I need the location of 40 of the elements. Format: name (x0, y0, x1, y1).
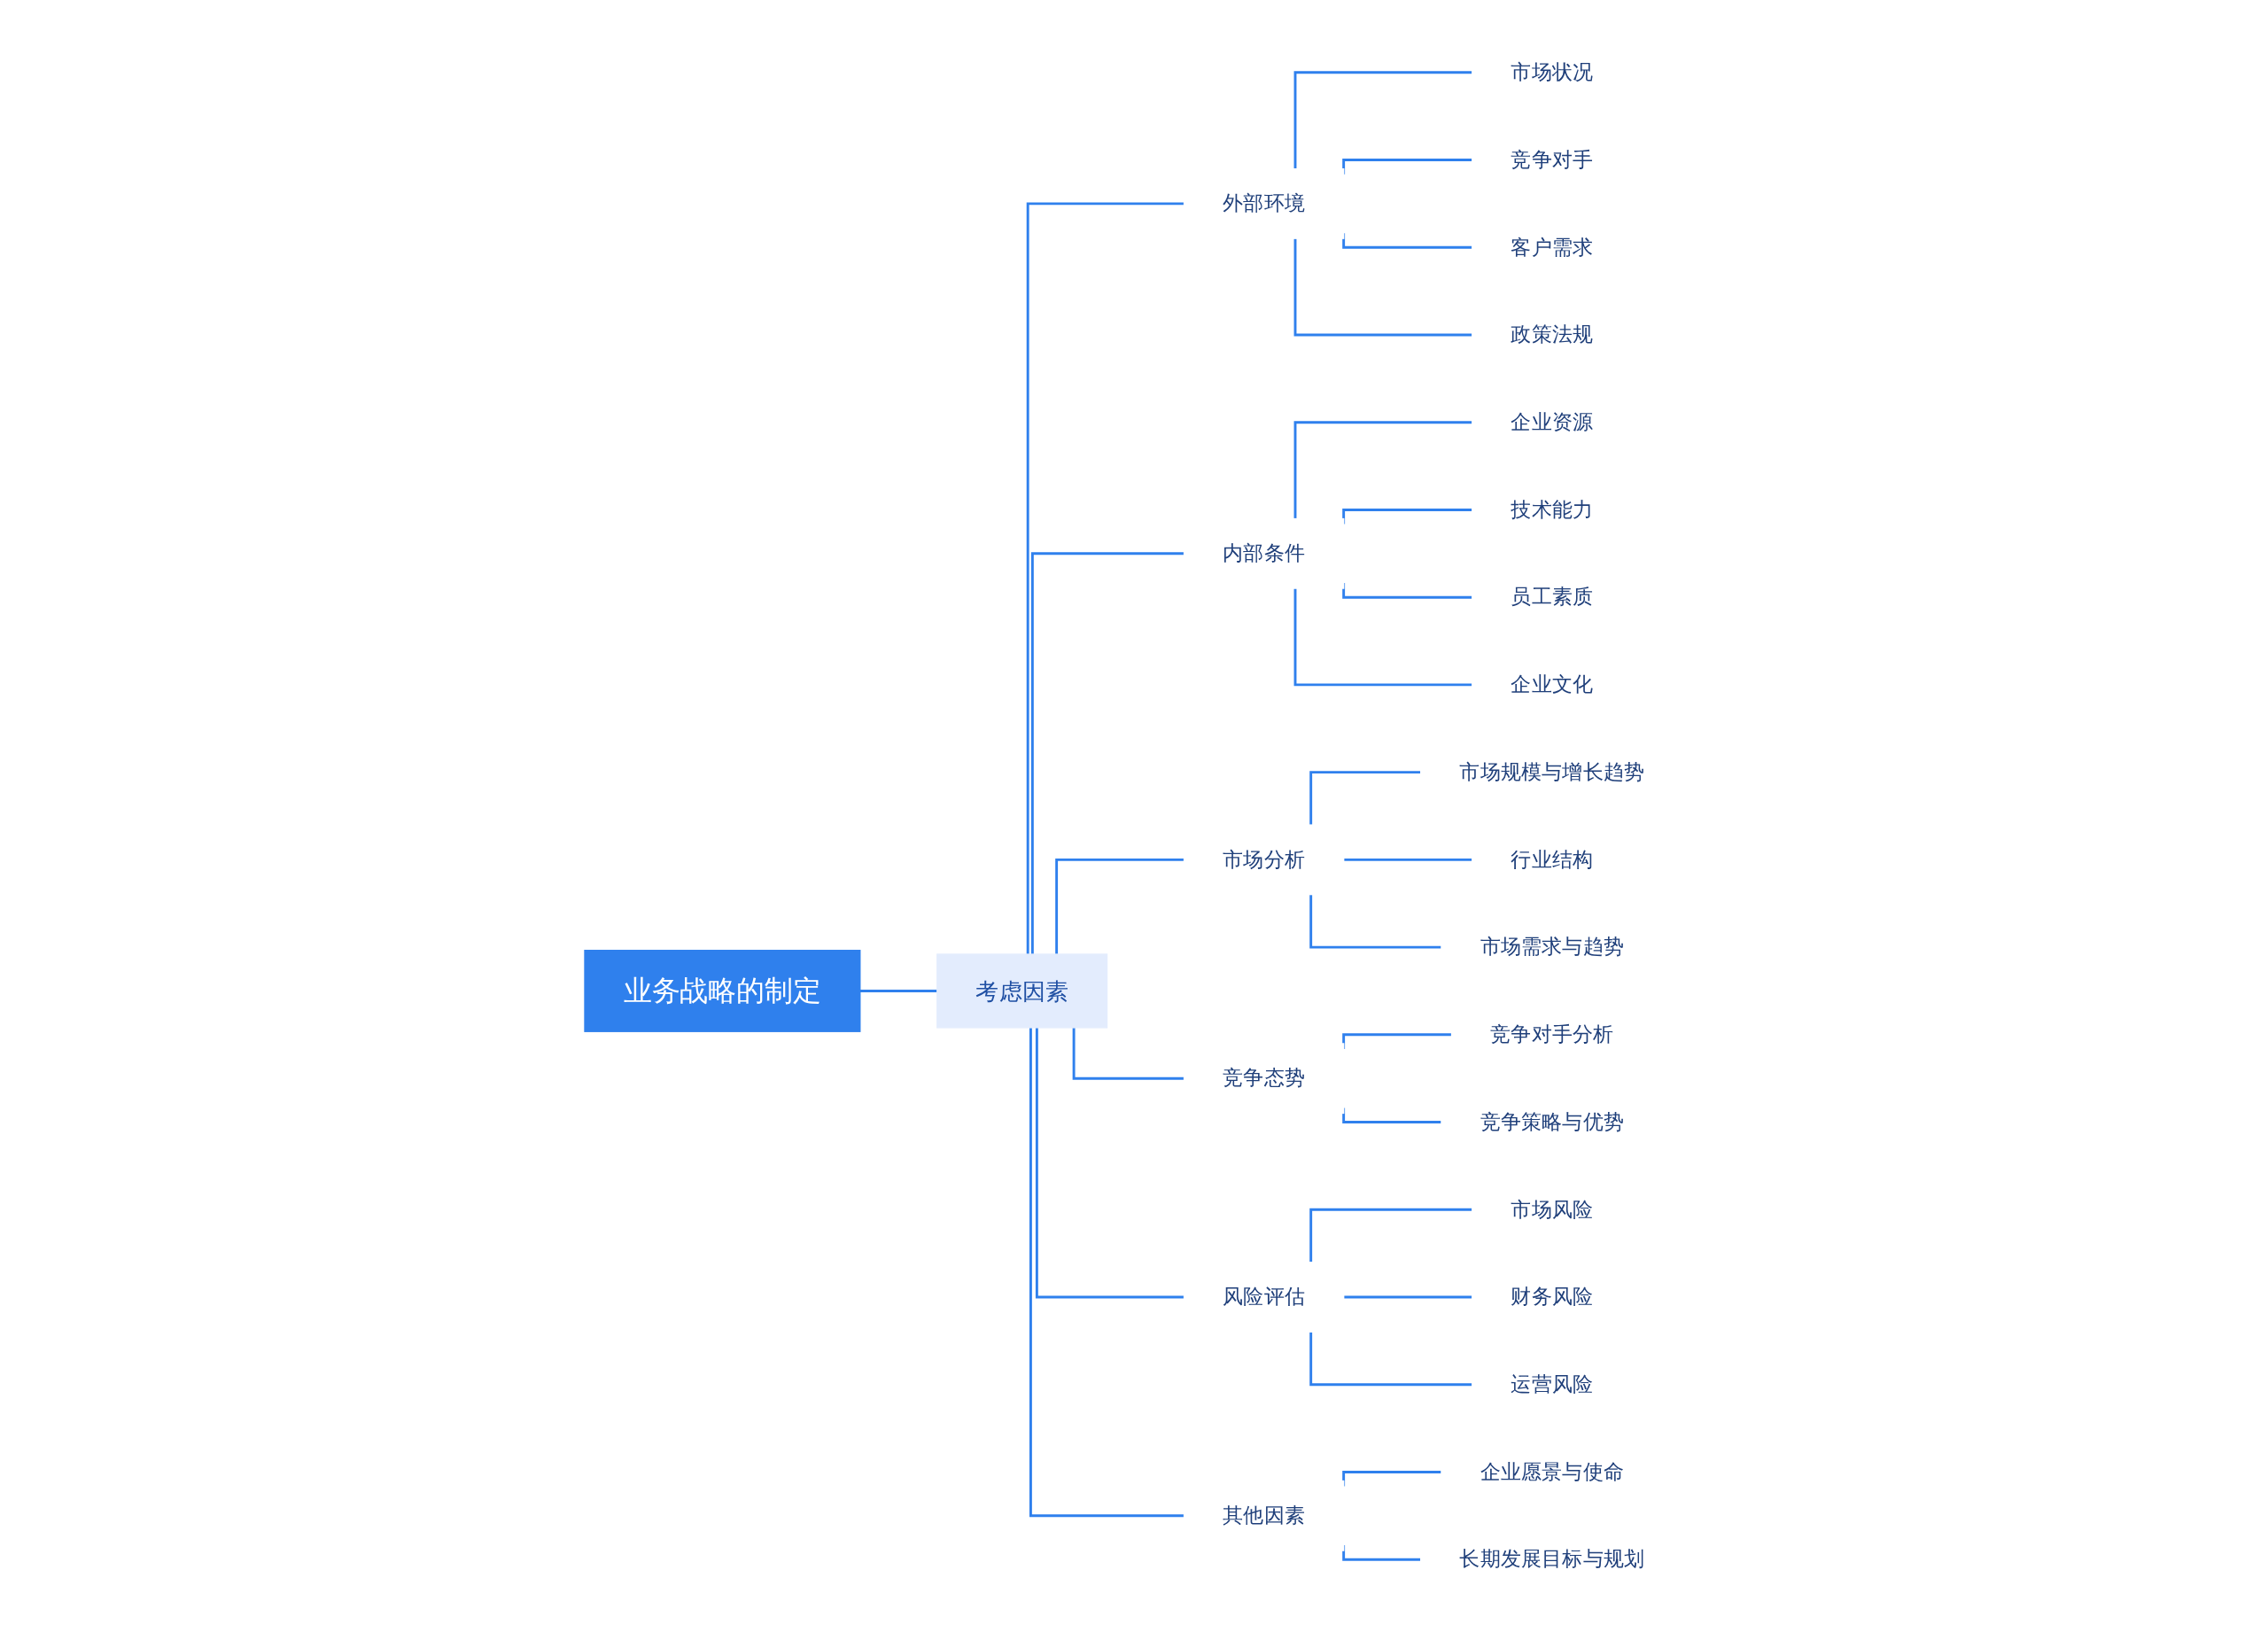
connector (1035, 1027, 1184, 1299)
node-text: 长期发展目标与规划 (1459, 1546, 1645, 1572)
connector (1309, 1332, 1472, 1387)
node-text: 市场规模与增长趋势 (1459, 759, 1645, 784)
connector (1293, 71, 1472, 169)
node-text: 企业文化 (1511, 672, 1594, 696)
connector (1029, 1027, 1184, 1518)
node-text: 竞争策略与优势 (1480, 1109, 1625, 1134)
node-text: 政策法规 (1511, 322, 1594, 347)
connector (1055, 858, 1184, 955)
node-box: 业务战略的制定 (584, 950, 861, 1032)
node-text: 市场状况 (1511, 59, 1594, 84)
node-text: 竞争态势 (1223, 1065, 1306, 1091)
node-text: 市场需求与趋势 (1480, 934, 1625, 960)
node-text: 客户需求 (1511, 234, 1594, 260)
node-text: 竞争对手 (1511, 147, 1594, 172)
node-text: 竞争对手分析 (1490, 1022, 1614, 1046)
node-text: 风险评估 (1223, 1284, 1306, 1309)
connector (1026, 202, 1184, 955)
connector (1309, 1208, 1472, 1263)
connector (1309, 771, 1421, 826)
connector (1309, 894, 1441, 949)
connector (1293, 421, 1472, 519)
node-box: 考虑因素 (936, 953, 1108, 1029)
node-text: 运营风险 (1511, 1372, 1594, 1396)
node-text: 技术能力 (1511, 496, 1594, 522)
node-text: 企业资源 (1511, 409, 1594, 434)
connector (1072, 1027, 1184, 1080)
connector (1293, 588, 1472, 687)
connector (1030, 552, 1184, 955)
node-text: 其他因素 (1223, 1503, 1306, 1527)
connector (1293, 238, 1472, 337)
node-text: 市场风险 (1511, 1196, 1594, 1222)
node-text: 财务风险 (1511, 1284, 1594, 1309)
node-text: 员工素质 (1511, 584, 1594, 610)
node-text: 企业愿景与使命 (1480, 1458, 1625, 1484)
node-text: 行业结构 (1511, 846, 1594, 872)
node-text: 外部环境 (1223, 190, 1306, 215)
node-text: 内部条件 (1223, 540, 1306, 565)
node-text: 市场分析 (1223, 846, 1306, 872)
